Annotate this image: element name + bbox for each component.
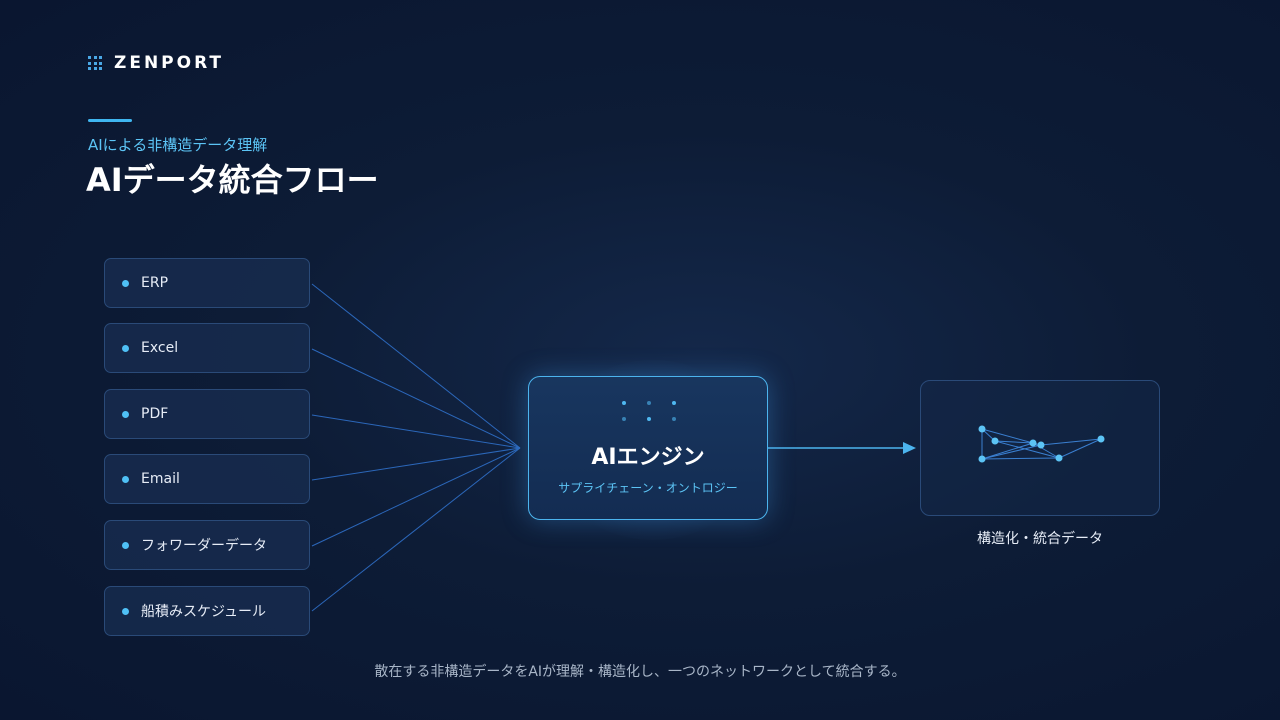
source-forwarder-data: フォワーダーデータ: [104, 520, 310, 570]
output-label: 構造化・統合データ: [977, 531, 1103, 547]
connector-erp: [311, 283, 521, 449]
page-subtitle: AIによる非構造データ理解: [88, 136, 268, 154]
connector-pdf: [311, 414, 521, 449]
source-label: フォワーダーデータ: [141, 538, 267, 554]
bullet-dot-icon: [122, 607, 129, 615]
grid-dots-icon: [88, 56, 102, 70]
network-graph-icon: [978, 425, 1105, 463]
footer-caption: 散在する非構造データをAIが理解・構造化し、一つのネットワークとして統合する。: [374, 664, 906, 680]
source-pdf: PDF: [104, 389, 310, 439]
engine-title: AIエンジン: [591, 445, 705, 470]
brand-logo: ZENPORT: [88, 53, 224, 73]
bullet-dot-icon: [122, 541, 129, 549]
accent-bar: [88, 119, 132, 122]
arrowhead-icon: [903, 442, 916, 454]
source-label: ERP: [141, 275, 169, 291]
connector-schedule: [311, 447, 521, 612]
bullet-dot-icon: [122, 344, 129, 352]
engine-subtitle: サプライチェーン・オントロジー: [558, 481, 738, 495]
engine-dots-icon: [619, 398, 679, 424]
source-email: Email: [104, 454, 310, 504]
connector-forwarder: [311, 447, 521, 547]
source-excel: Excel: [104, 323, 310, 373]
bullet-dot-icon: [122, 475, 129, 483]
brand-name: ZENPORT: [114, 53, 225, 73]
page-title: AIデータ統合フロー: [86, 161, 379, 199]
ai-engine-box: AIエンジン サプライチェーン・オントロジー: [528, 376, 768, 520]
source-label: Email: [141, 471, 180, 487]
source-label: 船積みスケジュール: [141, 604, 267, 620]
bullet-dot-icon: [122, 279, 129, 287]
bullet-dot-icon: [122, 410, 129, 418]
source-label: PDF: [141, 406, 169, 422]
connector-email: [311, 447, 521, 481]
connector-excel: [311, 348, 521, 449]
source-shipping-schedule: 船積みスケジュール: [104, 586, 310, 636]
structured-data-box: [920, 380, 1160, 516]
source-label: Excel: [141, 340, 179, 356]
source-erp: ERP: [104, 258, 310, 308]
